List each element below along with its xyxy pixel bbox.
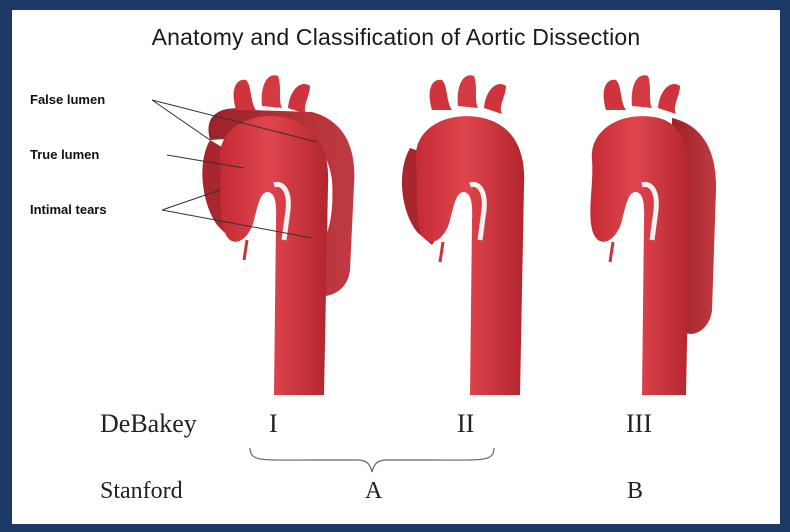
true-lumen — [416, 116, 524, 395]
aorta-type-1 — [152, 75, 354, 395]
debakey-type-2: II — [457, 409, 474, 439]
branch-vessel — [658, 84, 680, 114]
stanford-type-a: A — [365, 478, 382, 505]
true-lumen — [590, 116, 690, 395]
debakey-type-3: III — [626, 409, 652, 439]
stanford-type-b: B — [627, 478, 643, 505]
branch-vessel — [484, 84, 506, 114]
aorta-type-2 — [402, 75, 524, 395]
label-true-lumen: True lumen — [30, 147, 99, 162]
branch-vessel — [288, 84, 310, 114]
aorta-type-3 — [590, 75, 716, 395]
group-brace — [250, 448, 494, 472]
branch-vessel — [604, 80, 626, 110]
branch-vessel — [632, 75, 652, 108]
debakey-label: DeBakey — [100, 409, 197, 439]
slide: Anatomy and Classification of Aortic Dis… — [12, 10, 780, 524]
branch-vessel — [262, 75, 282, 108]
stanford-label: Stanford — [100, 478, 183, 505]
branch-vessel — [234, 80, 256, 110]
debakey-type-1: I — [269, 409, 278, 439]
aorta-illustrations — [12, 10, 780, 524]
label-intimal-tears: Intimal tears — [30, 202, 107, 217]
branch-vessel — [458, 75, 478, 108]
true-lumen — [220, 116, 328, 395]
label-false-lumen: False lumen — [30, 92, 105, 107]
branch-vessel — [430, 80, 452, 110]
